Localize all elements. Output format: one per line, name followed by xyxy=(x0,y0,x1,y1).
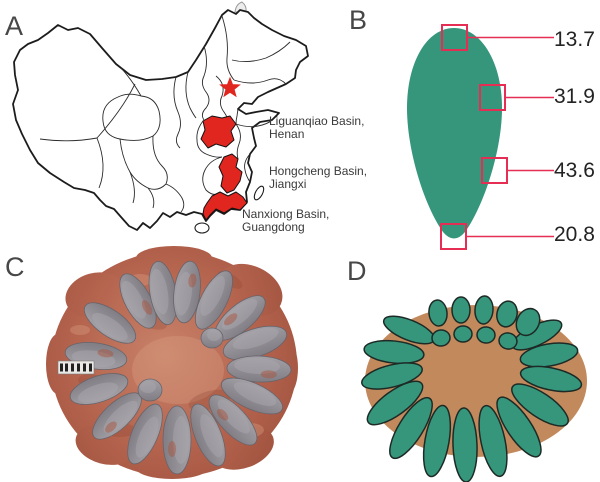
taiwan-island xyxy=(253,185,265,201)
diagram-egg xyxy=(361,362,423,390)
measurement-value-2: 31.9 xyxy=(554,85,595,108)
diagram-egg xyxy=(511,383,569,427)
basin-name: Nanxiong Basin, xyxy=(242,207,330,221)
province-guangdong xyxy=(202,191,248,221)
basin-region: Guangdong xyxy=(242,219,305,234)
diagram-egg-end xyxy=(474,295,494,325)
measurement-value-1: 13.7 xyxy=(554,28,595,51)
basin-name: Hongcheng Basin, xyxy=(269,164,368,178)
diagram-egg-end xyxy=(453,325,473,343)
measurement-value-3: 43.6 xyxy=(554,159,595,182)
beijing-star-icon xyxy=(219,76,241,98)
diagram-egg-end xyxy=(428,299,448,327)
diagram-egg xyxy=(363,339,425,365)
panel-label-b: B xyxy=(349,5,368,35)
diagram-egg-end xyxy=(476,326,496,344)
fossil-clutch-photo xyxy=(46,246,298,479)
fossil-egg xyxy=(226,355,292,383)
panel-label-c: C xyxy=(5,252,25,282)
diagram-egg-end xyxy=(451,296,471,324)
fossil-egg xyxy=(119,273,157,329)
basin-label-hongcheng: Hongcheng Basin, Jiangxi xyxy=(269,165,367,190)
diagram-egg-end xyxy=(498,332,518,350)
fossil-egg-end xyxy=(200,327,224,349)
fossil-egg-end xyxy=(137,378,163,402)
basin-region: Henan xyxy=(269,126,305,141)
fossil-egg xyxy=(83,302,137,344)
fossil-eggs xyxy=(64,260,292,475)
diagram-egg xyxy=(496,396,542,458)
measurement-box-4 xyxy=(440,223,467,250)
fossil-egg xyxy=(162,405,192,475)
hainan-island xyxy=(194,222,210,234)
nest-diagram xyxy=(361,295,587,482)
fossil-egg xyxy=(214,295,266,341)
fossil-egg xyxy=(190,403,226,467)
province-henan xyxy=(200,115,237,149)
panel-label-d: D xyxy=(347,256,367,286)
fossil-egg xyxy=(208,394,258,446)
diagram-egg-end xyxy=(496,300,518,328)
measurement-box-1 xyxy=(441,24,468,51)
egg-measurement-diagram xyxy=(407,24,554,250)
diagram-egg-end xyxy=(431,329,451,347)
basin-name: Liguanqiao Basin, xyxy=(269,114,365,128)
diagram-egg xyxy=(366,380,424,426)
diagram-egg xyxy=(519,342,579,368)
basin-label-liguanqiao: Liguanqiao Basin, Henan xyxy=(269,115,364,140)
diagram-eggs xyxy=(361,295,583,482)
measurement-value-4: 20.8 xyxy=(554,223,595,246)
fossil-egg xyxy=(173,260,201,324)
basin-region: Jiangxi xyxy=(269,176,307,191)
panel-label-a: A xyxy=(5,11,24,41)
fossil-egg xyxy=(148,261,178,325)
fossil-egg xyxy=(69,373,129,405)
fossil-egg xyxy=(220,377,284,415)
diagram-egg xyxy=(422,404,452,478)
province-jiangxi xyxy=(218,153,243,194)
diagram-egg xyxy=(389,396,433,460)
diagram-egg-end xyxy=(515,307,541,337)
fossil-egg xyxy=(92,392,142,440)
diagram-egg xyxy=(478,404,508,478)
province-borders xyxy=(39,15,291,213)
border-sliver xyxy=(234,1,247,13)
china-map xyxy=(12,1,309,234)
fossil-egg xyxy=(195,270,233,330)
basin-label-nanxiong: Nanxiong Basin, Guangdong xyxy=(242,208,329,233)
diagram-egg xyxy=(519,365,583,393)
egg-silhouette xyxy=(407,28,502,239)
scale-bar xyxy=(57,360,95,375)
fossil-egg xyxy=(127,403,163,465)
measurement-box-2 xyxy=(479,84,506,111)
measurement-box-3 xyxy=(481,157,508,184)
